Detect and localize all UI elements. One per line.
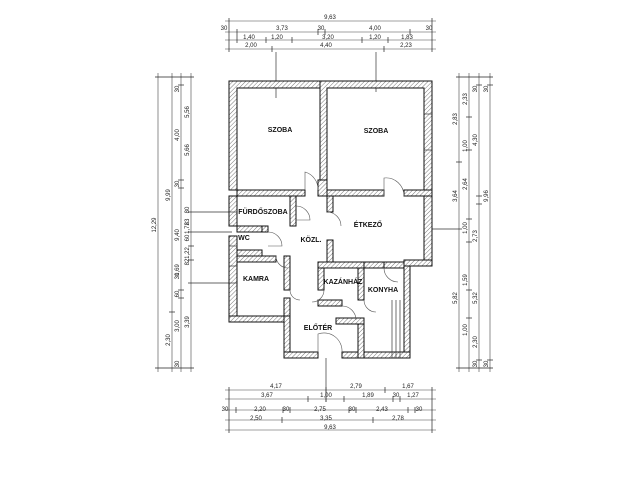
dim-top-r2-b: 1,20 [271, 35, 283, 41]
dim-bot-r3-g: 30 [416, 407, 423, 413]
room-label-eloter: ELŐTÉR [304, 323, 332, 332]
dim-right-c3-d: 5,32 [473, 292, 479, 304]
dim-left-c4-i: 60 [175, 290, 181, 297]
room-label-konyha: KONYHA [368, 287, 398, 294]
dim-right-c4-b: 9,96 [484, 190, 490, 202]
dim-top-r1-d: 4,00 [369, 26, 381, 32]
dim-bot-r2-c: 1,89 [362, 393, 374, 399]
dim-right-c2-b: 1,00 [463, 140, 469, 152]
dim-left-c4-g: 1,69 [175, 264, 181, 276]
dim-top-r1-b: 3,73 [276, 26, 288, 32]
dim-left-c3-c: 30 [175, 180, 181, 187]
top-dimension-chains: 9,63 30 3,73 30 4,00 30 1,40 1,20 3,20 1… [221, 15, 436, 98]
door-swings [267, 171, 405, 353]
dim-top-r1-a: 30 [221, 26, 228, 32]
dim-right-c4-a: 30 [484, 85, 490, 92]
dim-left-c2: 9,99 [166, 189, 172, 201]
dim-left-c2-b: 2,30 [166, 334, 172, 346]
dim-bot-r2-e: 1,27 [407, 393, 419, 399]
dim-bot-r3-b: 2,20 [254, 407, 266, 413]
room-label-kozl: KÖZL. [301, 235, 322, 244]
dim-left-c3-e: 30 [175, 272, 181, 279]
dim-left-c3-d: 9,40 [175, 229, 181, 241]
dim-bot-r4-b: 3,35 [320, 416, 332, 422]
dim-top-r3-b: 4,40 [320, 43, 332, 49]
dim-bot-r2-a: 3,67 [261, 393, 273, 399]
dim-left-c4-d: 83 [185, 218, 191, 225]
dim-left-c4-f: 1,22 [185, 247, 191, 259]
dim-left-c4-a: 5,56 [185, 106, 191, 118]
dim-left-c4-b: 5,66 [185, 144, 191, 156]
dim-bot-r2-b: 1,00 [320, 393, 332, 399]
dim-top-r3-c: 2,23 [400, 43, 412, 49]
dim-bot-r3-a: 30 [222, 407, 229, 413]
dim-right-c1-a: 2,83 [453, 113, 459, 125]
dim-left-c3-g: 30 [175, 360, 181, 367]
dim-bot-r4-c: 2,78 [392, 416, 404, 422]
dim-left-c4-h: 82 [185, 258, 191, 265]
bottom-dimension-chains: 4,17 2,79 1,67 3,67 1,00 1,89 30 1,27 30… [222, 358, 436, 433]
dim-top-r1-e: 30 [426, 26, 433, 32]
dim-right-c3-c: 2,73 [473, 230, 479, 242]
dim-bot-r4-a: 2,50 [250, 416, 262, 422]
dim-bot-r3-c: 30 [283, 407, 290, 413]
dim-right-c1-b: 3,64 [453, 190, 459, 202]
dim-left-total: 12,29 [152, 217, 158, 233]
dim-left-c4-c: 80 [185, 206, 191, 213]
room-labels: SZOBA SZOBA FÜRDŐSZOBA WC KÖZL. ÉTKEZŐ K… [238, 127, 398, 332]
dim-right-c1-c: 5,82 [453, 292, 459, 304]
dim-bot-r1-c: 1,67 [402, 384, 414, 390]
dim-bot-r3-f: 2,43 [376, 407, 388, 413]
dim-right-c2-f: 1,00 [463, 324, 469, 336]
dim-top-r1-c: 30 [318, 26, 325, 32]
dim-right-c4-c: 30 [484, 360, 490, 367]
dim-top-r3-a: 2,00 [245, 43, 257, 49]
dim-top-total: 9,63 [324, 15, 336, 21]
dim-right-c3-e: 2,30 [473, 336, 479, 348]
dim-right-c2-d: 1,00 [463, 222, 469, 234]
right-dimension-chains: 2,83 3,64 5,82 2,33 1,00 2,64 1,00 1,59 … [430, 73, 493, 372]
dim-left-c3-f: 3,00 [175, 320, 181, 332]
left-dimension-chains: 12,29 9,99 2,30 30 4,00 30 9,40 30 3,00 … [152, 73, 232, 372]
dim-bot-r1-a: 4,17 [270, 384, 282, 390]
room-label-furdoszoba: FÜRDŐSZOBA [238, 207, 287, 216]
dim-right-c3-a: 30 [473, 85, 479, 92]
dim-top-r2-c: 3,20 [322, 35, 334, 41]
dim-bot-total: 9,63 [324, 425, 336, 431]
dim-top-r2-e: 1,83 [401, 35, 413, 41]
dim-left-c4-k: 1,72 [185, 222, 191, 234]
dim-right-c3-b: 4,30 [473, 134, 479, 146]
dim-left-c4-j: 3,39 [185, 316, 191, 328]
dim-top-r2-a: 1,40 [243, 35, 255, 41]
dim-bot-r2-d: 30 [393, 393, 400, 399]
dim-right-c2-e: 1,59 [463, 274, 469, 286]
dim-right-c3-f: 30 [473, 360, 479, 367]
dim-left-c3-b: 4,00 [175, 129, 181, 141]
dim-right-c2-a: 2,33 [463, 93, 469, 105]
dim-left-c3-a: 30 [175, 85, 181, 92]
room-label-kazanhaz: KAZÁNHÁZ [324, 277, 364, 286]
dim-right-c2-c: 2,64 [463, 178, 469, 190]
room-label-wc: WC [238, 235, 250, 242]
dim-left-c4-e: 60 [185, 234, 191, 241]
dim-bot-r3-e: 30 [349, 407, 356, 413]
room-label-etkezo: ÉTKEZŐ [354, 220, 383, 229]
dim-bot-r1-b: 2,79 [350, 384, 362, 390]
room-label-kamra: KAMRA [243, 276, 269, 283]
room-label-szoba-right: SZOBA [364, 128, 389, 135]
dim-bot-r3-d: 2,75 [314, 407, 326, 413]
dim-top-r2-d: 1,20 [369, 35, 381, 41]
building-walls [228, 80, 433, 359]
room-label-szoba-left: SZOBA [268, 127, 293, 134]
